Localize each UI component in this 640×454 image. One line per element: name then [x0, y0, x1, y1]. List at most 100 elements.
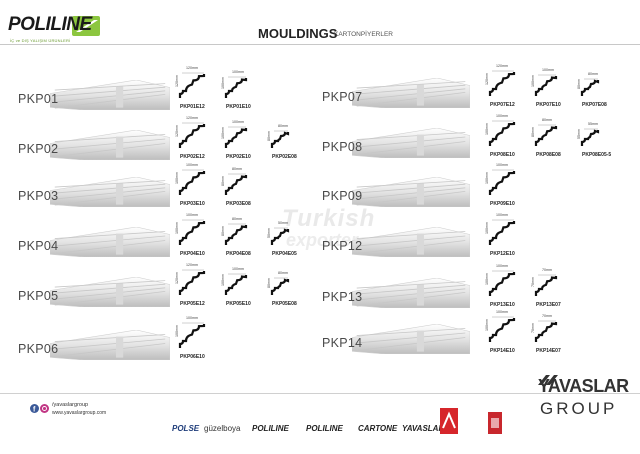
profile-label: PKP05E08 [272, 301, 297, 307]
profile-section-icon [270, 227, 290, 252]
profile-width: 120mm [496, 64, 508, 68]
group-word: GROUP [540, 399, 618, 418]
brand-logo [6, 14, 102, 38]
group-name: YAVASLAR [538, 376, 629, 396]
product-code[interactable]: PKP07 [322, 90, 363, 104]
moulding-image [50, 227, 170, 257]
website-link[interactable]: www.yavaslargroup.com [52, 410, 107, 416]
moulding-image [352, 177, 470, 207]
brand-poliline: POLILINE [252, 424, 289, 433]
profile-width: 80mm [588, 72, 598, 76]
profile-width: 70mm [542, 268, 552, 272]
profile-section-icon [488, 70, 516, 103]
facebook-icon[interactable]: f [30, 400, 39, 418]
brand-tagline: İÇ ve DIŞ YALIŞIM ÜRÜNLERİ [10, 38, 71, 43]
profile-section-icon [580, 128, 600, 153]
profile-width: 50mm [278, 221, 288, 225]
profile-section-icon [534, 74, 558, 103]
profile-label: PKP01E10 [226, 104, 251, 110]
product-code[interactable]: PKP01 [18, 92, 59, 106]
moulding-image [50, 330, 170, 360]
profile-width: 80mm [278, 271, 288, 275]
product-code[interactable]: PKP14 [322, 336, 363, 350]
profile-width: 100mm [186, 163, 198, 167]
profile-label: PKP08E08 [536, 152, 561, 158]
product-code[interactable]: PKP03 [18, 189, 59, 203]
product-code[interactable]: PKP13 [322, 290, 363, 304]
profile-label: PKP04E08 [226, 251, 251, 257]
product-code[interactable]: PKP02 [18, 142, 59, 156]
brand-poliline-2: POLILINE [306, 424, 343, 433]
profile-section-icon [178, 169, 206, 202]
moulding-image [50, 80, 170, 110]
product-code[interactable]: PKP06 [18, 342, 59, 356]
profile-section-icon [488, 270, 516, 303]
moulding-image [50, 177, 170, 207]
footer-divider [0, 393, 640, 394]
profile-width: 80mm [232, 167, 242, 171]
brand-polse: POLSE [172, 424, 200, 433]
profile-section-icon [178, 122, 206, 155]
profile-width: 100mm [542, 68, 554, 72]
product-code[interactable]: PKP12 [322, 239, 363, 253]
moulding-image [352, 227, 470, 257]
profile-label: PKP07E12 [490, 102, 515, 108]
profile-label: PKP07E08 [582, 102, 607, 108]
profile-section-icon [178, 322, 206, 355]
profile-section-icon [534, 320, 558, 349]
group-logo-icon [538, 372, 558, 390]
product-code[interactable]: PKP04 [18, 239, 59, 253]
profile-width: 120mm [186, 116, 198, 120]
profile-label: PKP02E10 [226, 154, 251, 160]
profile-width: 120mm [186, 263, 198, 267]
profile-label: PKP06E10 [180, 354, 205, 360]
moulding-image [50, 277, 170, 307]
product-code[interactable]: PKP08 [322, 140, 363, 154]
profile-section-icon [534, 274, 558, 303]
profile-width: 100mm [496, 114, 508, 118]
profile-width: 70mm [542, 314, 552, 318]
profile-width: 80mm [278, 124, 288, 128]
moulding-image [352, 278, 470, 308]
profile-section-icon [224, 173, 248, 202]
watermark: exporter [286, 230, 359, 250]
profile-label: PKP14E07 [536, 348, 561, 354]
profile-width: 100mm [496, 213, 508, 217]
profile-section-icon [488, 316, 516, 349]
profile-width: 100mm [186, 316, 198, 320]
social-handle[interactable]: /yavaslargroup [52, 402, 89, 408]
profile-width: 80mm [232, 217, 242, 221]
red-mark-icon [440, 408, 458, 439]
profile-section-icon [488, 219, 516, 252]
svg-text:f: f [33, 407, 36, 414]
profile-width: 100mm [496, 310, 508, 314]
profile-section-icon [534, 124, 558, 153]
brand-yavaslar: YAVASLAR [402, 424, 445, 433]
profile-width: 100mm [232, 70, 244, 74]
profile-width: 55mm [588, 122, 598, 126]
profile-label: PKP03E10 [180, 201, 205, 207]
product-code[interactable]: PKP05 [18, 289, 59, 303]
profile-label: PKP08E05-5 [582, 152, 612, 158]
profile-label: PKP09E10 [490, 201, 515, 207]
profile-section-icon [270, 130, 290, 155]
brand-cartone: CARTONE [358, 424, 398, 433]
profile-section-icon [224, 273, 248, 302]
header-divider [0, 44, 640, 45]
profile-label: PKP13E10 [490, 302, 515, 308]
profile-label: PKP12E10 [490, 251, 515, 257]
profile-width: 100mm [232, 120, 244, 124]
profile-section-icon [270, 277, 290, 302]
profile-width: 120mm [186, 66, 198, 70]
profile-section-icon [224, 76, 248, 105]
page-title: MOULDINGS [258, 26, 338, 41]
product-code[interactable]: PKP09 [322, 189, 363, 203]
profile-label: PKP05E10 [226, 301, 251, 307]
moulding-image [50, 130, 170, 160]
profile-width: 100mm [232, 267, 244, 271]
profile-label: PKP01E12 [180, 104, 205, 110]
red-badge-icon [488, 412, 502, 439]
instagram-icon[interactable] [40, 400, 49, 418]
profile-section-icon [224, 126, 248, 155]
profile-label: PKP07E10 [536, 102, 561, 108]
